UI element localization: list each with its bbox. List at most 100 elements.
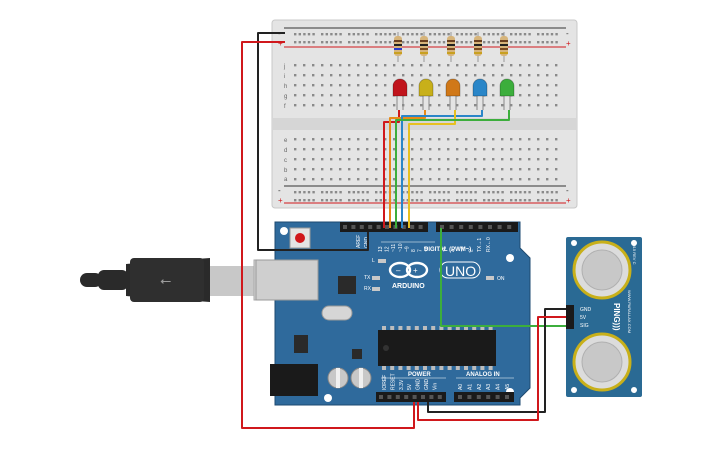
rail-hole[interactable] bbox=[366, 33, 369, 36]
breadboard-hole[interactable] bbox=[411, 158, 414, 161]
breadboard-hole[interactable] bbox=[384, 168, 387, 171]
breadboard-hole[interactable] bbox=[411, 64, 414, 67]
rail-hole[interactable] bbox=[438, 199, 441, 202]
rail-hole[interactable] bbox=[294, 191, 297, 194]
rail-hole[interactable] bbox=[357, 41, 360, 44]
resistor[interactable] bbox=[420, 32, 428, 62]
rail-hole[interactable] bbox=[510, 41, 513, 44]
wire-pin10-yellow[interactable] bbox=[408, 110, 456, 228]
breadboard-hole[interactable] bbox=[465, 178, 468, 181]
wire-pin12-orange[interactable] bbox=[389, 110, 426, 228]
rail-hole[interactable] bbox=[406, 33, 409, 36]
rail-hole[interactable] bbox=[492, 33, 495, 36]
breadboard-hole[interactable] bbox=[546, 104, 549, 107]
breadboard-hole[interactable] bbox=[303, 178, 306, 181]
rail-hole[interactable] bbox=[528, 41, 531, 44]
wire-sensor-5v-red[interactable] bbox=[417, 316, 566, 421]
rail-hole[interactable] bbox=[442, 199, 446, 202]
rail-hole[interactable] bbox=[312, 33, 315, 36]
breadboard-hole[interactable] bbox=[375, 158, 378, 161]
breadboard-hole[interactable] bbox=[402, 74, 405, 77]
breadboard-hole[interactable] bbox=[438, 94, 441, 97]
rail-hole[interactable] bbox=[384, 199, 387, 202]
rail-hole[interactable] bbox=[519, 33, 522, 36]
breadboard-hole[interactable] bbox=[303, 138, 306, 141]
breadboard-hole[interactable] bbox=[546, 178, 549, 181]
rail-hole[interactable] bbox=[465, 199, 468, 202]
breadboard-hole[interactable] bbox=[537, 148, 540, 151]
breadboard-hole[interactable] bbox=[438, 74, 441, 77]
rail-hole[interactable] bbox=[465, 191, 468, 194]
breadboard-hole[interactable] bbox=[402, 168, 405, 171]
rail-hole[interactable] bbox=[456, 199, 459, 202]
breadboard-hole[interactable] bbox=[546, 94, 549, 97]
header-hole[interactable] bbox=[468, 225, 473, 229]
breadboard-hole[interactable] bbox=[456, 168, 459, 171]
breadboard-hole[interactable] bbox=[528, 138, 531, 141]
rail-hole[interactable] bbox=[460, 191, 463, 194]
rail-hole[interactable] bbox=[433, 41, 436, 44]
rail-hole[interactable] bbox=[415, 41, 419, 44]
breadboard-hole[interactable] bbox=[429, 158, 432, 161]
rail-hole[interactable] bbox=[307, 41, 311, 44]
rail-hole[interactable] bbox=[474, 199, 477, 202]
breadboard-hole[interactable] bbox=[429, 168, 432, 171]
rail-hole[interactable] bbox=[420, 199, 423, 202]
breadboard-hole[interactable] bbox=[357, 94, 360, 97]
breadboard-hole[interactable] bbox=[447, 168, 450, 171]
breadboard-hole[interactable] bbox=[357, 64, 360, 67]
rail-hole[interactable] bbox=[307, 33, 311, 36]
rail-hole[interactable] bbox=[384, 33, 387, 36]
breadboard-hole[interactable] bbox=[384, 74, 387, 77]
rail-hole[interactable] bbox=[325, 33, 328, 36]
rail-hole[interactable] bbox=[298, 191, 301, 194]
breadboard-hole[interactable] bbox=[519, 74, 522, 77]
rail-hole[interactable] bbox=[501, 33, 504, 36]
breadboard-hole[interactable] bbox=[339, 178, 342, 181]
rail-hole[interactable] bbox=[406, 41, 409, 44]
rail-hole[interactable] bbox=[312, 41, 315, 44]
rail-hole[interactable] bbox=[352, 199, 355, 202]
breadboard-hole[interactable] bbox=[474, 178, 477, 181]
breadboard-hole[interactable] bbox=[303, 168, 306, 171]
rail-hole[interactable] bbox=[456, 41, 459, 44]
breadboard-hole[interactable] bbox=[474, 148, 477, 151]
rail-hole[interactable] bbox=[537, 33, 540, 36]
rail-hole[interactable] bbox=[361, 33, 365, 36]
breadboard-hole[interactable] bbox=[465, 168, 468, 171]
rail-hole[interactable] bbox=[469, 191, 473, 194]
breadboard-hole[interactable] bbox=[456, 158, 459, 161]
rail-hole[interactable] bbox=[334, 33, 338, 36]
rail-hole[interactable] bbox=[384, 41, 387, 44]
breadboard-hole[interactable] bbox=[420, 104, 423, 107]
rail-hole[interactable] bbox=[469, 199, 473, 202]
rail-hole[interactable] bbox=[541, 191, 544, 194]
rail-hole[interactable] bbox=[334, 41, 338, 44]
rail-hole[interactable] bbox=[501, 199, 504, 202]
rail-hole[interactable] bbox=[469, 33, 473, 36]
breadboard-hole[interactable] bbox=[393, 168, 396, 171]
breadboard-hole[interactable] bbox=[321, 158, 324, 161]
rail-hole[interactable] bbox=[519, 41, 522, 44]
breadboard-hole[interactable] bbox=[330, 148, 333, 151]
header-hole[interactable] bbox=[376, 225, 381, 229]
breadboard-hole[interactable] bbox=[402, 178, 405, 181]
breadboard-hole[interactable] bbox=[474, 74, 477, 77]
header-hole[interactable] bbox=[488, 225, 492, 229]
rail-hole[interactable] bbox=[460, 41, 463, 44]
breadboard-hole[interactable] bbox=[330, 64, 333, 67]
breadboard-hole[interactable] bbox=[348, 168, 351, 171]
breadboard-hole[interactable] bbox=[384, 138, 387, 141]
breadboard-hole[interactable] bbox=[357, 104, 360, 107]
breadboard-hole[interactable] bbox=[339, 104, 342, 107]
rail-hole[interactable] bbox=[330, 33, 333, 36]
rail-hole[interactable] bbox=[388, 33, 392, 36]
breadboard-hole[interactable] bbox=[537, 64, 540, 67]
header-hole[interactable] bbox=[359, 225, 364, 229]
rail-hole[interactable] bbox=[379, 41, 382, 44]
breadboard-hole[interactable] bbox=[375, 138, 378, 141]
breadboard-hole[interactable] bbox=[510, 148, 513, 151]
breadboard-hole[interactable] bbox=[492, 178, 495, 181]
breadboard-hole[interactable] bbox=[537, 104, 540, 107]
breadboard-hole[interactable] bbox=[501, 64, 504, 67]
